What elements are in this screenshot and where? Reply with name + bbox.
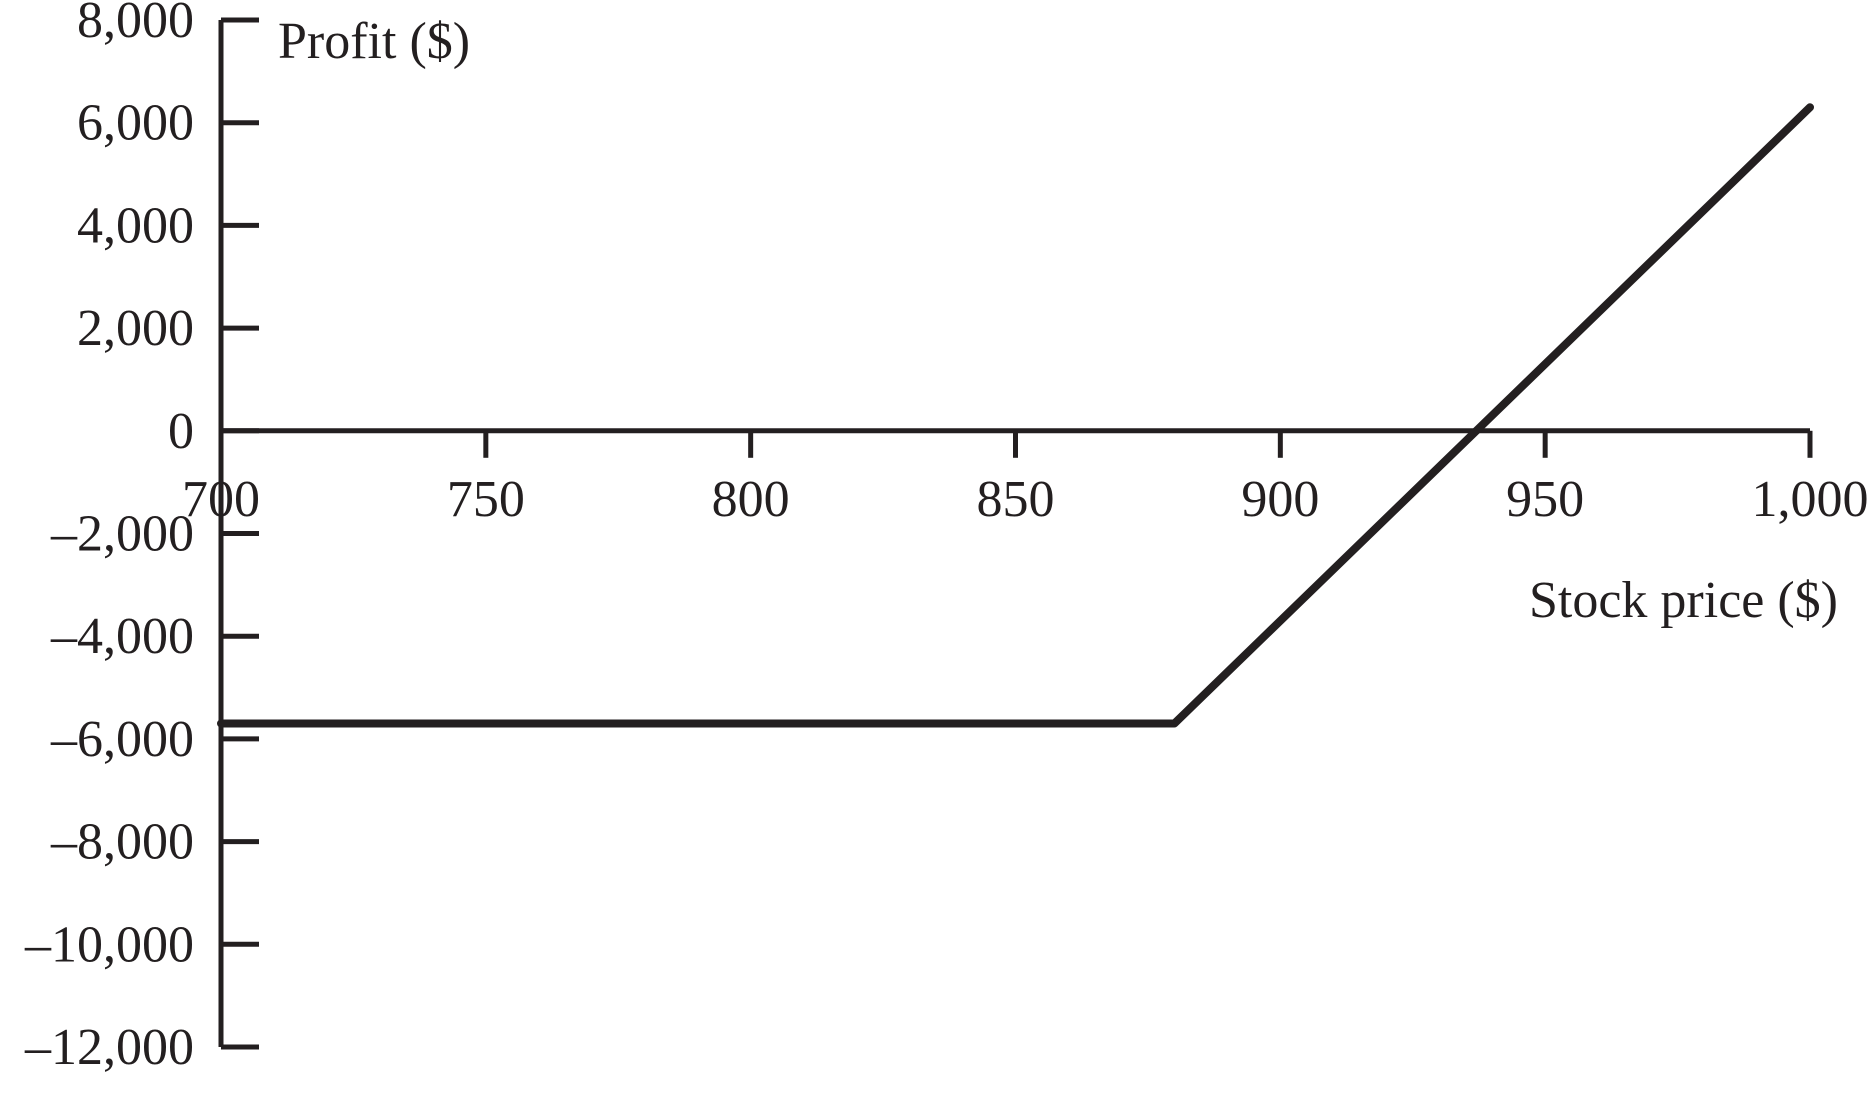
x-tick-label: 800 (712, 471, 790, 528)
y-tick-label: –12,000 (24, 1019, 194, 1076)
x-axis: 700 750 800 850 900 950 1,000 (182, 428, 1869, 528)
x-tick-label: 1,000 (1752, 471, 1869, 528)
x-tick-label: 700 (182, 471, 260, 528)
series-layer (217, 103, 1814, 728)
x-tick-label: 950 (1506, 471, 1584, 528)
x-tick-label: 850 (977, 471, 1055, 528)
y-tick-label: 6,000 (77, 95, 194, 152)
y-tick-label: 4,000 (77, 197, 194, 254)
x-tick-label: 900 (1241, 471, 1319, 528)
y-tick-label: –4,000 (50, 608, 194, 665)
x-tick-label: 750 (447, 471, 525, 528)
x-axis-title: Stock price ($) (1529, 572, 1838, 629)
y-tick-label: 0 (168, 403, 194, 460)
y-tick-label: –8,000 (50, 814, 194, 871)
y-tick-label: 2,000 (77, 300, 194, 357)
y-tick-label: –10,000 (24, 916, 194, 973)
y-axis: 8,000 6,000 4,000 2,000 0 –2,000 –4,000 –6,000 –… (24, 0, 259, 1076)
y-tick-label: 8,000 (77, 0, 194, 49)
y-axis-title: Profit ($) (278, 13, 470, 70)
profit-line (217, 103, 1814, 728)
y-tick-label: –2,000 (50, 506, 194, 563)
y-tick-label: –6,000 (50, 711, 194, 768)
